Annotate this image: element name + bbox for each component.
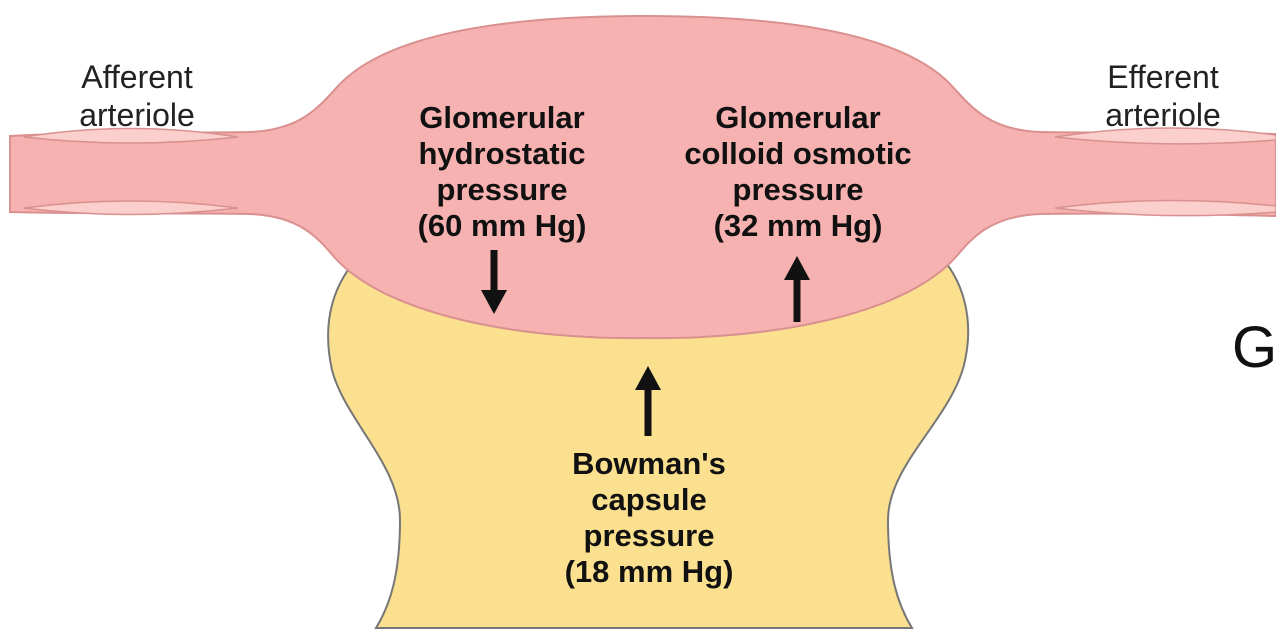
glomerular-hydrostatic-pressure-label: Glomerular hydrostatic pressure (60 mm H…	[366, 100, 638, 244]
bowman-capsule-pressure-label: Bowman's capsule pressure (18 mm Hg)	[518, 446, 780, 590]
afferent-arteriole-label: Afferent arteriole	[48, 58, 226, 134]
cropped-title-glyph: G	[1232, 318, 1276, 378]
glomerular-colloid-osmotic-pressure-label: Glomerular colloid osmotic pressure (32 …	[650, 100, 946, 244]
efferent-arteriole-label: Efferent arteriole	[1074, 58, 1252, 134]
